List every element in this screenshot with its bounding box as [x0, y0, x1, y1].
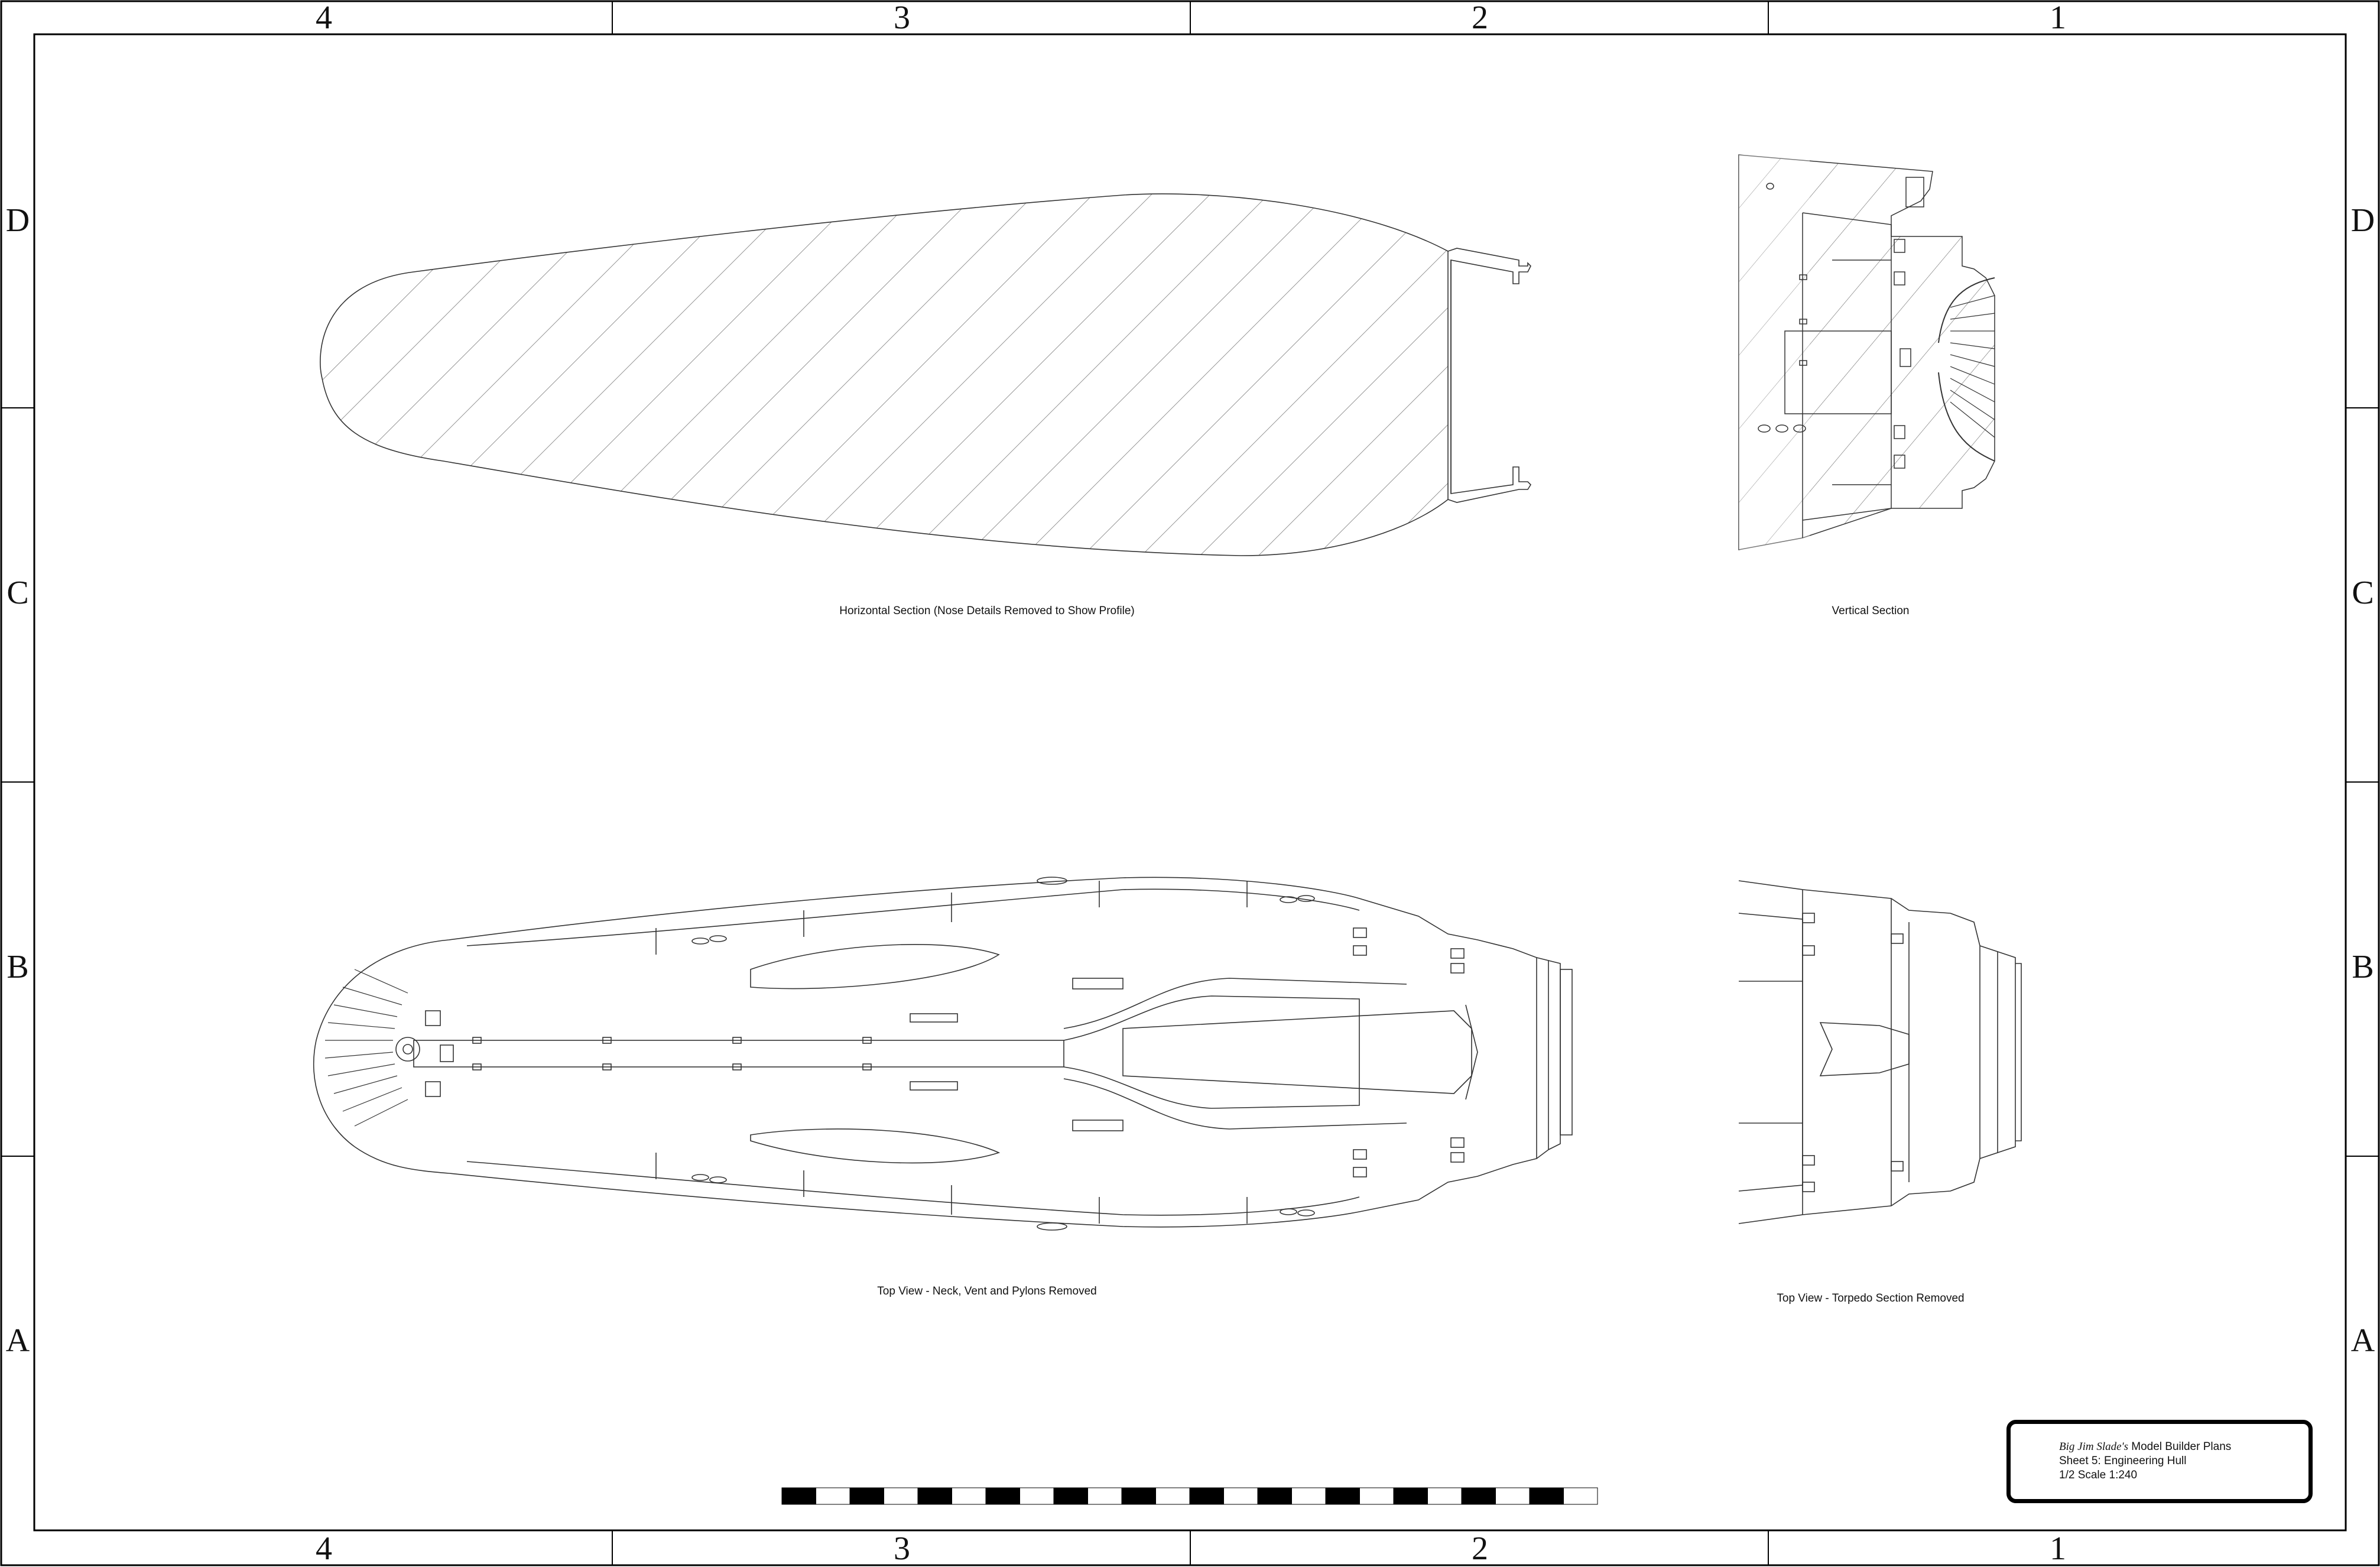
title-line-brand: Big Jim Slade's Model Builder Plans [2059, 1441, 2231, 1454]
column-label-1-bottom: 1 [2050, 1530, 2066, 1567]
scale-text: 1/2 Scale 1:240 [2059, 1469, 2138, 1481]
scale-bar-segment [1359, 1487, 1394, 1505]
vertical-section-drawing [1738, 154, 1995, 550]
scale-bar-segment [952, 1487, 986, 1505]
scale-bar-segment [917, 1487, 952, 1505]
brand-name: Big Jim Slade's [2059, 1441, 2128, 1453]
scale-bar-segment [1461, 1487, 1496, 1505]
top-view-torpedo-drawing [1738, 880, 2022, 1224]
column-label-2-bottom: 2 [1472, 1530, 1488, 1567]
scale-bar-segment [816, 1487, 850, 1505]
row-label-b-left: B [7, 949, 29, 985]
title-block: Big Jim Slade's Model Builder Plans Shee… [2006, 1420, 2313, 1503]
row-label-d-right: D [2350, 202, 2375, 239]
column-label-4-bottom: 4 [316, 1530, 332, 1567]
scale-bar-segment [849, 1487, 884, 1505]
vertical-section-caption: Vertical Section [1832, 605, 1910, 617]
sheet-title: Sheet 5: Engineering Hull [2059, 1455, 2187, 1467]
column-label-3-bottom: 3 [894, 1530, 910, 1567]
top-view-caption: Top View - Neck, Vent and Pylons Removed [877, 1285, 1097, 1297]
row-label-b-right: B [2352, 949, 2374, 985]
scale-bar-segment [1189, 1487, 1224, 1505]
scale-bar-segment [1257, 1487, 1292, 1505]
scale-bar-segment [1121, 1487, 1156, 1505]
scale-bar [781, 1487, 1598, 1505]
scale-bar-segment [1495, 1487, 1530, 1505]
scale-bar-segment [1325, 1487, 1360, 1505]
scale-bar-segment [1427, 1487, 1462, 1505]
row-label-a-left: A [5, 1322, 30, 1359]
row-label-c-right: C [2352, 575, 2374, 611]
scale-bar-segment [1155, 1487, 1190, 1505]
row-label-d-left: D [5, 202, 30, 239]
horizontal-section-caption: Horizontal Section (Nose Details Removed… [839, 605, 1135, 617]
scale-bar-segment [884, 1487, 918, 1505]
column-label-1-top: 1 [2050, 0, 2066, 36]
scale-bar-segment [1223, 1487, 1258, 1505]
top-view-torpedo-caption: Top View - Torpedo Section Removed [1777, 1292, 1965, 1305]
scale-bar-segment [985, 1487, 1020, 1505]
row-label-c-left: C [7, 575, 29, 611]
scale-bar-segment [1087, 1487, 1122, 1505]
row-label-a-right: A [2350, 1322, 2375, 1359]
scale-bar-segment [1291, 1487, 1326, 1505]
column-label-2-top: 2 [1472, 0, 1488, 36]
scale-bar-segment [1019, 1487, 1054, 1505]
column-label-3-top: 3 [894, 0, 910, 36]
scale-bar-segment [1393, 1487, 1428, 1505]
product-name: Model Builder Plans [2128, 1441, 2232, 1453]
scale-bar-segment [1053, 1487, 1088, 1505]
scale-bar-segment [1529, 1487, 1564, 1505]
horizontal-section-drawing [320, 193, 1532, 556]
scale-bar-segment [781, 1487, 816, 1505]
column-label-4-top: 4 [316, 0, 332, 36]
scale-bar-segment [1563, 1487, 1598, 1505]
top-view-drawing [313, 877, 1573, 1231]
